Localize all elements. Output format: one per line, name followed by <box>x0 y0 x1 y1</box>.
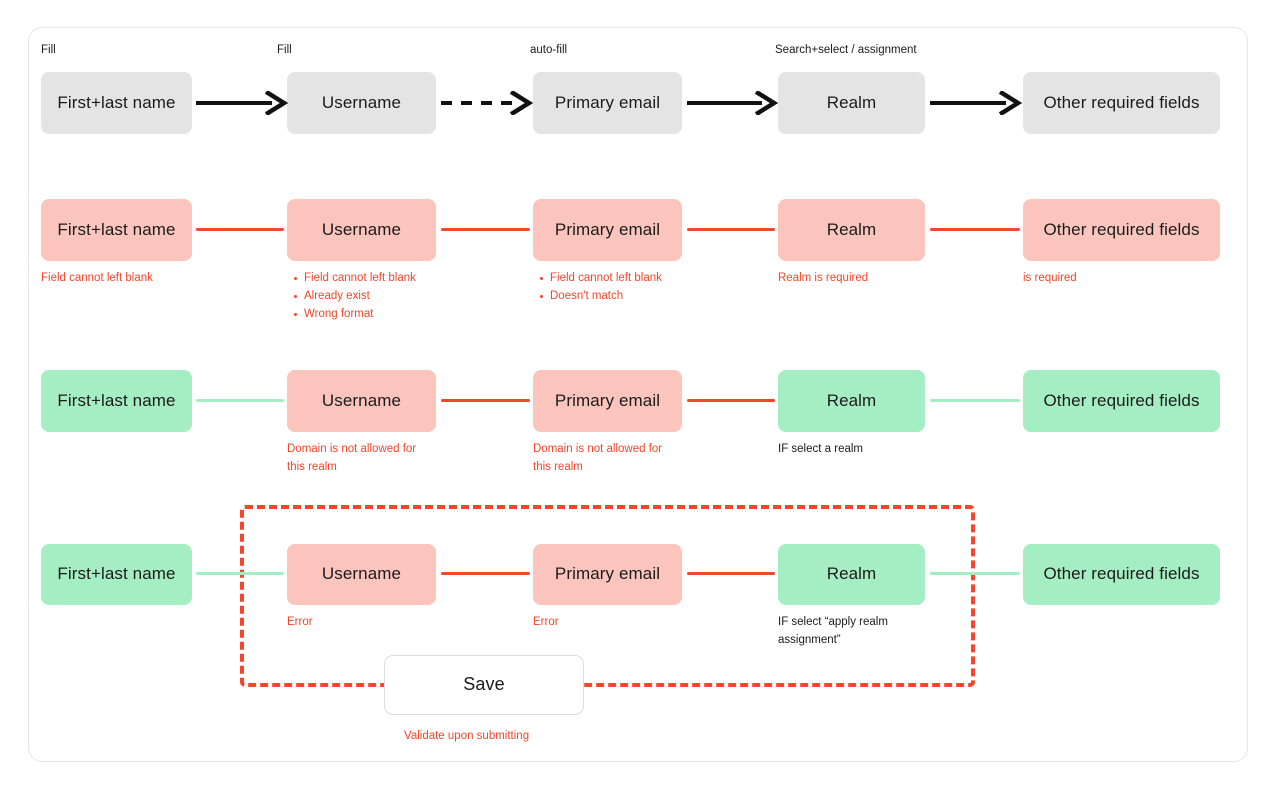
message-item: Field cannot left blank <box>294 270 481 288</box>
node-row4-username[interactable]: Username <box>287 544 436 605</box>
caption-row1-col3: auto-fill <box>530 44 568 56</box>
message-row2-realm: Realm is required <box>778 272 869 284</box>
message-item: Wrong format <box>294 306 481 324</box>
node-row2-username[interactable]: Username <box>287 199 436 261</box>
arrow-dashed-row1-2 <box>441 91 534 115</box>
connector-row3-4 <box>930 399 1020 402</box>
node-row3-primary-email[interactable]: Primary email <box>533 370 682 432</box>
save-button[interactable]: Save <box>384 655 584 715</box>
node-row3-realm[interactable]: Realm <box>778 370 925 432</box>
node-row4-first-last-name[interactable]: First+last name <box>41 544 192 605</box>
arrow-solid-row1-1 <box>196 91 289 115</box>
message-item: Field cannot left blank <box>540 270 727 288</box>
node-row1-primary-email[interactable]: Primary email <box>533 72 682 134</box>
message-row4-realm: IF select “apply realm assignment” <box>778 616 888 646</box>
connector-row4-3 <box>687 572 775 575</box>
caption-row1-col4: Search+select / assignment <box>775 44 917 56</box>
message-row2-other-required-fields: is required <box>1023 272 1077 284</box>
node-row3-username[interactable]: Username <box>287 370 436 432</box>
node-row2-other-required-fields[interactable]: Other required fields <box>1023 199 1220 261</box>
save-button-caption: Validate upon submitting <box>404 730 530 742</box>
node-row2-realm[interactable]: Realm <box>778 199 925 261</box>
node-row1-other-required-fields[interactable]: Other required fields <box>1023 72 1220 134</box>
connector-row2-3 <box>687 228 775 231</box>
message-item: Already exist <box>294 288 481 306</box>
node-row3-first-last-name[interactable]: First+last name <box>41 370 192 432</box>
connector-row2-2 <box>441 228 530 231</box>
caption-row1-col1: Fill <box>41 44 56 56</box>
connector-row3-1 <box>196 399 284 402</box>
connector-row3-2 <box>441 399 530 402</box>
message-row2-primary-email: Field cannot left blank Doesn't match <box>537 270 727 306</box>
message-item: Doesn't match <box>540 288 727 306</box>
message-row3-realm: IF select a realm <box>778 443 863 455</box>
validation-group-outline <box>240 505 975 687</box>
node-row2-primary-email[interactable]: Primary email <box>533 199 682 261</box>
message-row3-username: Domain is not allowed for this realm <box>287 443 417 473</box>
message-row4-username: Error <box>287 616 313 628</box>
node-row1-first-last-name[interactable]: First+last name <box>41 72 192 134</box>
arrow-solid-row1-4 <box>930 91 1023 115</box>
arrow-solid-row1-3 <box>687 91 779 115</box>
message-row2-first-last-name: Field cannot left blank <box>41 272 153 284</box>
node-row2-first-last-name[interactable]: First+last name <box>41 199 192 261</box>
node-row1-realm[interactable]: Realm <box>778 72 925 134</box>
node-row4-other-required-fields[interactable]: Other required fields <box>1023 544 1220 605</box>
connector-row2-1 <box>196 228 284 231</box>
connector-row2-4 <box>930 228 1020 231</box>
node-row4-primary-email[interactable]: Primary email <box>533 544 682 605</box>
node-row1-username[interactable]: Username <box>287 72 436 134</box>
node-row3-other-required-fields[interactable]: Other required fields <box>1023 370 1220 432</box>
message-row3-primary-email: Domain is not allowed for this realm <box>533 443 663 473</box>
message-row4-primary-email: Error <box>533 616 559 628</box>
connector-row4-4 <box>930 572 1020 575</box>
connector-row4-2 <box>441 572 530 575</box>
caption-row1-col2: Fill <box>277 44 292 56</box>
connector-row3-3 <box>687 399 775 402</box>
message-row2-username: Field cannot left blank Already exist Wr… <box>291 270 481 323</box>
connector-row4-1 <box>196 572 284 575</box>
node-row4-realm[interactable]: Realm <box>778 544 925 605</box>
